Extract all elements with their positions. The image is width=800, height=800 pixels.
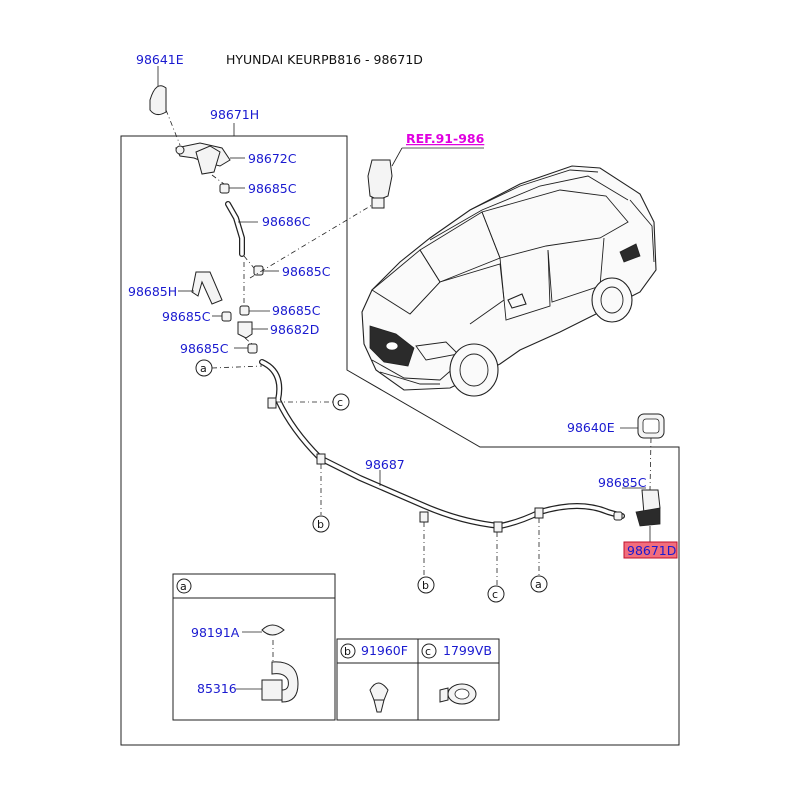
legend-c-key: c xyxy=(425,645,431,658)
legend-85316[interactable]: 85316 xyxy=(197,681,237,696)
reference-link[interactable]: REF.91-986 xyxy=(406,131,485,146)
clip-part-5 xyxy=(234,337,258,354)
legend-box-c: c xyxy=(417,638,500,721)
clip-part-1 xyxy=(211,174,245,194)
hose-bracket-part xyxy=(178,271,223,305)
part-98672C[interactable]: 98672C xyxy=(248,151,297,166)
part-98685H[interactable]: 98685H xyxy=(128,284,177,299)
vehicle-illustration xyxy=(361,165,657,397)
part-98686C[interactable]: 98686C xyxy=(262,214,311,229)
svg-text:a: a xyxy=(200,362,207,375)
legend-91960F[interactable]: 91960F xyxy=(361,643,408,658)
svg-text:a: a xyxy=(535,578,542,591)
callout-a-top[interactable]: a xyxy=(195,359,263,377)
part-98640E[interactable]: 98640E xyxy=(567,420,615,435)
part-98685C-1[interactable]: 98685C xyxy=(248,181,297,196)
callout-b-1[interactable]: b xyxy=(312,464,330,533)
part-98671H[interactable]: 98671H xyxy=(210,107,259,122)
clip-part-6 xyxy=(613,487,646,521)
callout-b-2[interactable]: b xyxy=(417,522,435,594)
part-98641E[interactable]: 98641E xyxy=(136,52,184,67)
part-98685C-2[interactable]: 98685C xyxy=(282,264,331,279)
assembly-frame xyxy=(120,135,680,746)
short-hose-part xyxy=(225,201,258,257)
callout-c-top[interactable]: c xyxy=(276,393,350,411)
part-98685C-5[interactable]: 98685C xyxy=(180,341,229,356)
part-98671D[interactable]: 98671D xyxy=(627,543,676,558)
legend-b-key: b xyxy=(344,645,351,658)
nozzle-cap-part xyxy=(149,66,181,146)
part-98685C-6[interactable]: 98685C xyxy=(598,475,647,490)
callout-a-2[interactable]: a xyxy=(530,518,548,593)
callout-c-2[interactable]: c xyxy=(487,532,505,603)
clip-part-2 xyxy=(243,255,279,276)
connector-part xyxy=(237,321,268,339)
svg-text:c: c xyxy=(492,588,498,601)
clip-part-4 xyxy=(239,262,270,316)
part-98685C-3[interactable]: 98685C xyxy=(162,309,211,324)
part-98682D[interactable]: 98682D xyxy=(270,322,319,337)
part-98687[interactable]: 98687 xyxy=(365,457,405,472)
legend-1799VB[interactable]: 1799VB xyxy=(443,643,492,658)
part-98685C-4[interactable]: 98685C xyxy=(272,303,321,318)
washer-motor-part xyxy=(367,147,484,209)
diagram-title: HYUNDAI KEURPB816 - 98671D xyxy=(226,52,423,67)
washer-nozzle-part xyxy=(175,142,245,175)
highlight-box xyxy=(623,541,678,559)
svg-text:b: b xyxy=(422,579,429,592)
legend-a-key: a xyxy=(180,580,187,593)
legend-98191A[interactable]: 98191A xyxy=(191,625,240,640)
svg-text:c: c xyxy=(337,396,343,409)
main-hose-part xyxy=(259,359,625,533)
svg-text:b: b xyxy=(317,518,324,531)
clip-part-3 xyxy=(212,311,232,322)
legend-box-a: a xyxy=(172,573,336,721)
nozzle-cap-right-part xyxy=(620,413,665,491)
washer-nozzle-right-part xyxy=(635,489,661,542)
legend-box-b: b xyxy=(336,638,419,721)
